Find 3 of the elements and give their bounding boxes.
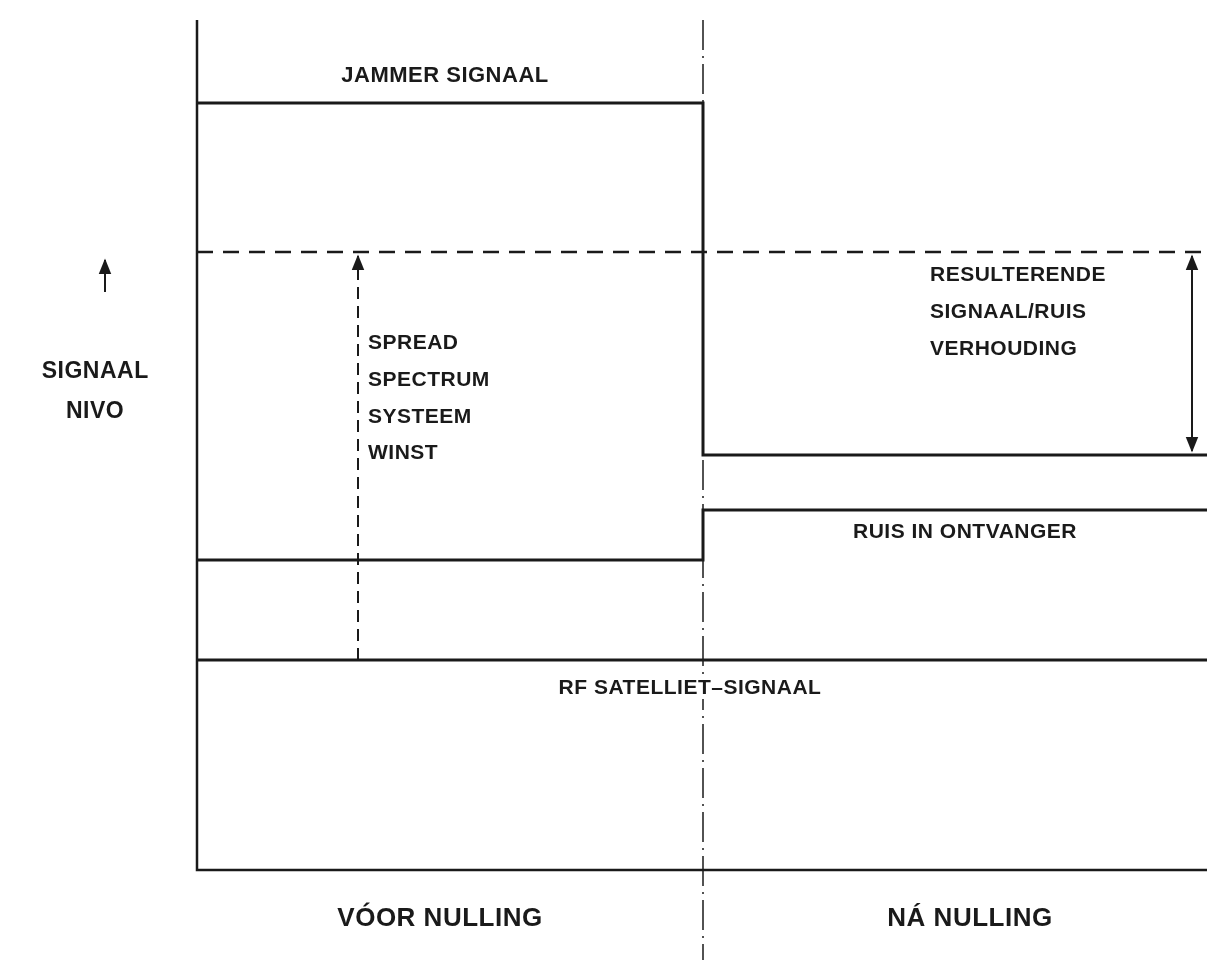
axis-label: SIGNAAL NIVO — [41, 356, 149, 426]
dimension-label: SPREAD SPECTRUM SYSTEEM WINST — [368, 329, 490, 466]
dimension-label: RESULTERENDE SIGNAAL/RUIS VERHOUDING — [930, 261, 1106, 361]
